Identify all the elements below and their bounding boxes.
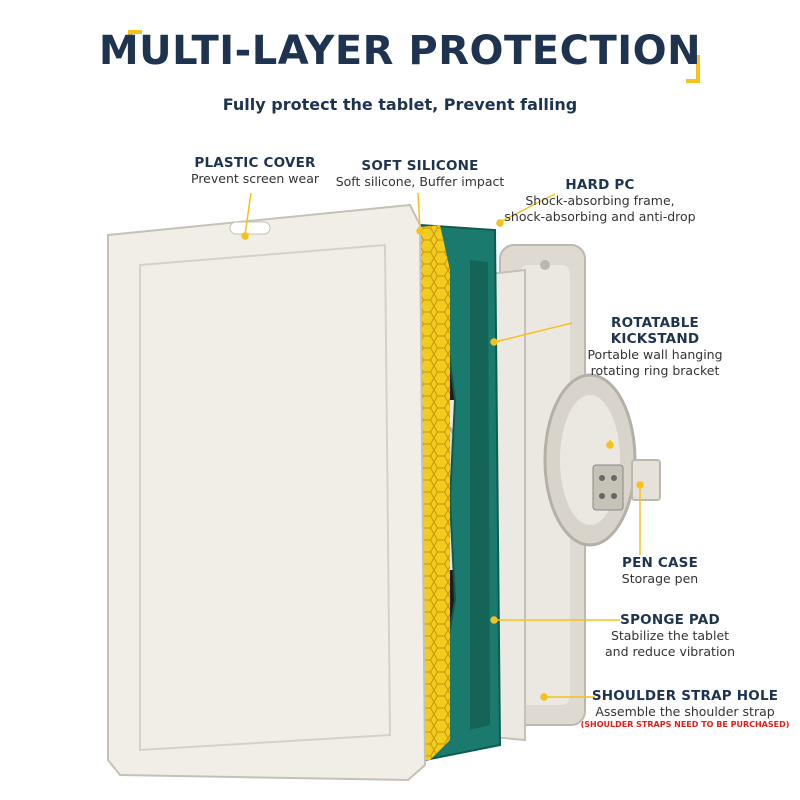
callout-lines (241, 192, 644, 701)
pen-case-title: PEN CASE (621, 555, 698, 571)
page-subtitle: Fully protect the tablet, Prevent fallin… (222, 95, 578, 114)
plastic-cover-desc: Prevent screen wear (191, 171, 319, 186)
callout-sponge-pad: SPONGE PAD Stabilize the tablet and redu… (600, 612, 740, 660)
hard-pc-title: HARD PC (565, 177, 635, 193)
kickstand-ring (543, 373, 637, 547)
title-bracket-right (686, 55, 700, 83)
page-title: MULTI-LAYER PROTECTION (98, 28, 702, 74)
hard-pc-desc-2: shock-absorbing and anti-drop (504, 209, 696, 224)
pen-case-desc: Storage pen (621, 571, 699, 586)
callout-pen-case: PEN CASE Storage pen (605, 555, 715, 587)
soft-silicone-title: SOFT SILICONE (361, 158, 479, 174)
callout-hard-pc: HARD PC Shock-absorbing frame, shock-abs… (490, 177, 710, 225)
sponge-pad-desc-2: and reduce vibration (605, 644, 735, 659)
sponge-pad-desc-1: Stabilize the tablet (610, 628, 730, 643)
strap-hole-title: SHOULDER STRAP HOLE (591, 688, 779, 704)
pen-case (631, 459, 661, 501)
strap-hole-desc: Assemble the shoulder strap (595, 704, 775, 719)
sponge-pad-title: SPONGE PAD (620, 612, 720, 628)
callout-plastic-cover: PLASTIC COVER Prevent screen wear (180, 155, 330, 187)
kickstand-desc-1: Portable wall hanging (587, 347, 723, 362)
plastic-cover-frame (107, 203, 427, 782)
plastic-cover-title: PLASTIC COVER (194, 155, 316, 171)
kickstand-desc-2: rotating ring bracket (590, 363, 720, 378)
soft-silicone-desc: Soft silicone, Buffer impact (335, 174, 505, 189)
hard-pc-desc-1: Shock-absorbing frame, (525, 193, 675, 208)
callout-soft-silicone: SOFT SILICONE Soft silicone, Buffer impa… (330, 158, 510, 190)
kickstand-title: ROTATABLE KICKSTAND (610, 315, 700, 347)
title-bracket-left (128, 30, 142, 58)
callout-strap-hole: SHOULDER STRAP HOLE Assemble the shoulde… (580, 688, 790, 729)
strap-hole-note: (SHOULDER STRAPS NEED TO BE PURCHASED) (580, 720, 790, 729)
callout-kickstand: ROTATABLE KICKSTAND Portable wall hangin… (565, 315, 745, 379)
